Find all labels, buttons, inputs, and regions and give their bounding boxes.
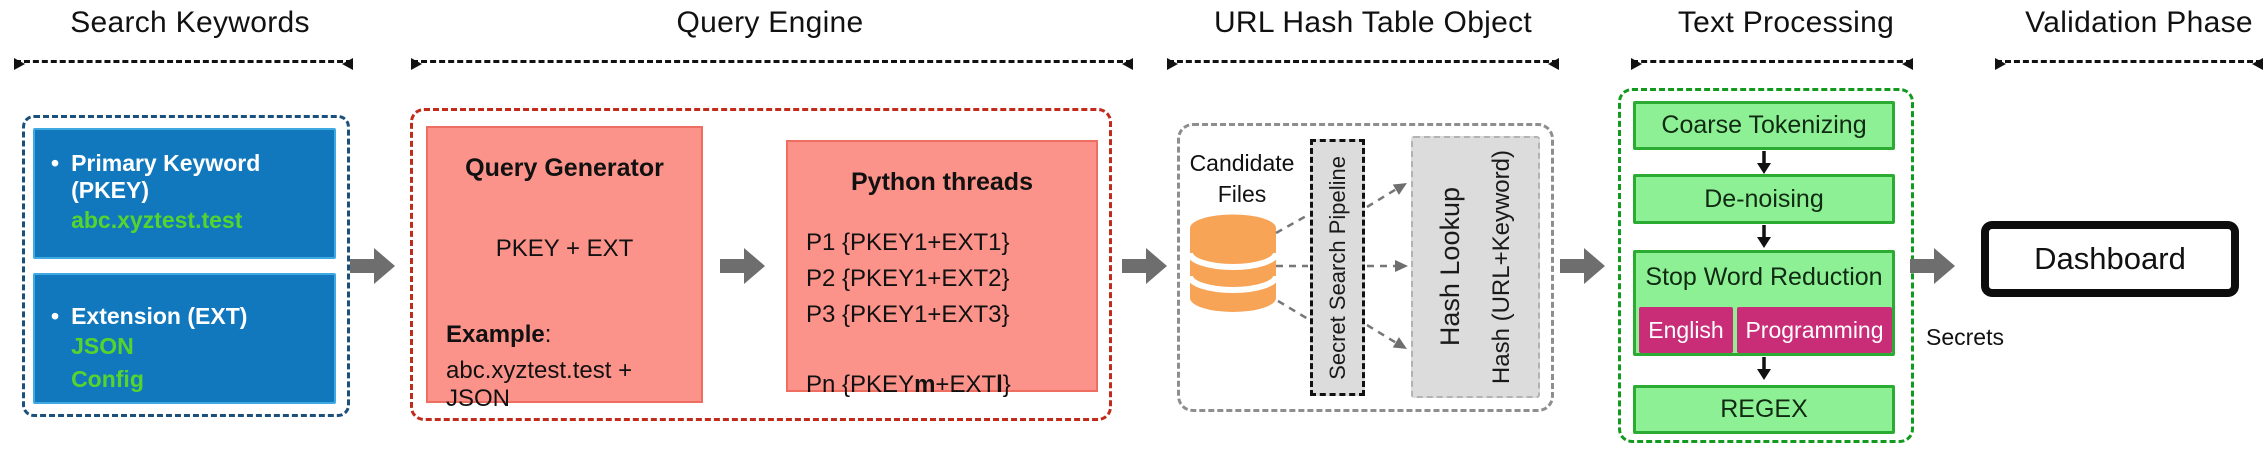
flow-arrow-icon [720,248,765,284]
flow-arrow-icon [1122,248,1167,284]
primary-keyword-value: abc.xyztest.test [71,207,243,233]
section-title-query-engine: Query Engine [676,6,864,39]
step-regex: REGEX [1633,385,1895,434]
down-arrow-icon [1757,151,1771,174]
thread-line: P1 {PKEY1+EXT1} [806,229,1010,256]
flow-arrow-icon [1560,248,1605,284]
python-threads-title: Python threads [851,168,1033,196]
bullet-icon: • [51,150,60,176]
flow-arrow-icon [1910,248,1955,284]
down-arrow-icon [1757,357,1771,380]
section-title-url-hash: URL Hash Table Object [1213,6,1533,39]
extension-value-config: Config [71,366,144,393]
hash-lookup-box: Hash Lookup Hash (URL+Keyword) [1411,136,1540,398]
secret-search-pipeline-label: Secret Search Pipeline [1324,155,1350,380]
step-de-noising: De-noising [1633,174,1895,224]
extension-box: • Extension (EXT) JSON Config [33,273,336,404]
step-stop-word-reduction: Stop Word Reduction English Programming [1633,250,1895,356]
ruler-search-keywords [14,58,353,70]
text-processing-container: Coarse Tokenizing De-noising Stop Word R… [1618,88,1914,443]
flow-arrow-icon [350,248,395,284]
dictionary-english: English [1639,307,1733,353]
ruler-url-hash [1167,58,1559,70]
query-engine-container: Query Generator PKEY + EXT Example: abc.… [410,108,1112,421]
database-icon [1188,214,1278,312]
hash-formula-label: Hash (URL+Keyword) [1488,149,1515,385]
thread-line: P3 {PKEY1+EXT3} [806,301,1010,328]
query-generator-formula: PKEY + EXT [495,235,634,262]
extension-label: Extension (EXT) [71,303,248,329]
secrets-label: Secrets [1926,324,2004,350]
step-coarse-tokenizing: Coarse Tokenizing [1633,101,1895,150]
query-generator-title: Query Generator [465,154,664,182]
thread-line-n: Pn {PKEYm+EXTl} [806,371,1011,398]
candidate-files-label: Candidate Files [1189,150,1295,208]
hash-lookup-label: Hash Lookup [1435,187,1465,347]
python-threads-box: Python threads P1 {PKEY1+EXT1} P2 {PKEY1… [786,140,1098,398]
bullet-icon: • [51,303,60,329]
ruler-query-engine [411,58,1133,70]
dashed-connectors [1275,183,1408,349]
ruler-validation [1995,58,2263,70]
dashboard-label: Dashboard [2034,241,2186,276]
url-hash-container: Candidate Files Secret Search Pipeline [1177,123,1554,412]
down-arrow-icon [1757,225,1771,248]
query-generator-example-label: Example: [446,321,552,348]
section-title-text-processing: Text Processing [1677,6,1895,39]
ruler-text-processing [1631,58,1913,70]
secret-search-pipeline-box: Secret Search Pipeline [1310,139,1365,396]
primary-keyword-label: Primary Keyword (PKEY) [71,150,261,203]
dictionary-programming: Programming [1737,307,1892,353]
thread-line: P2 {PKEY1+EXT2} [806,265,1010,292]
primary-keyword-box: • Primary Keyword (PKEY) abc.xyztest.tes… [33,128,336,259]
section-title-validation: Validation Phase [2025,6,2253,39]
dashboard-box: Dashboard [1982,222,2238,296]
query-generator-example-value: abc.xyztest.test + JSON [446,357,633,412]
extension-value-json: JSON [71,333,134,359]
search-keywords-container: • Primary Keyword (PKEY) abc.xyztest.tes… [22,115,350,417]
stop-word-reduction-label: Stop Word Reduction [1645,263,1883,291]
query-generator-box: Query Generator PKEY + EXT Example: abc.… [426,126,703,412]
section-title-search-keywords: Search Keywords [70,6,310,39]
